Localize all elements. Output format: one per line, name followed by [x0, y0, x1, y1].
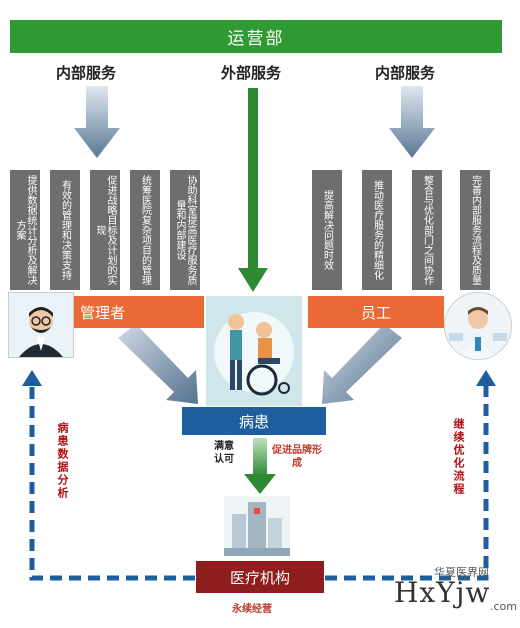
- manager-label: 管理者: [80, 303, 126, 322]
- manager-to-patient-arrow: [118, 324, 198, 404]
- right-loop-label: 继续优化流程: [452, 418, 465, 496]
- right-loop-arrowhead: [476, 370, 496, 386]
- watermark-main: HxYjw: [394, 576, 491, 609]
- manager-avatar: [8, 292, 74, 358]
- external-arrow-head: [238, 268, 268, 292]
- left-column-5: 协助科室提高医疗服务质量和内部建设: [170, 170, 200, 290]
- left-column-4: 统筹医院复杂项目的管理: [130, 170, 160, 290]
- patient-to-institution-shaft: [253, 438, 267, 476]
- patient-image: [206, 296, 302, 406]
- patient-to-institution-head: [244, 474, 276, 494]
- wheelchair-icon: [206, 296, 302, 406]
- right-column-2: 推动医疗服务的精细化: [362, 170, 392, 290]
- staff-to-patient-arrow: [322, 324, 402, 404]
- right-column-4: 完善内部服务流程及质量: [460, 170, 490, 290]
- institution-label: 医疗机构: [229, 568, 290, 587]
- staff-bar: 员工: [308, 296, 444, 328]
- hospital-image: [224, 496, 290, 556]
- manager-icon: [9, 293, 73, 357]
- staff-label: 员工: [360, 303, 391, 322]
- left-loop-arrowhead: [22, 370, 42, 386]
- patient-bar: 病患: [182, 407, 326, 435]
- manager-bar: 管理者: [68, 296, 204, 328]
- left-column-3: 促进战略目标及计划的实现: [90, 170, 120, 290]
- watermark-logo: 华夏医界网 HxYjw .com: [394, 562, 517, 620]
- left-column-1: 提供数据统计分析及解决方案: [10, 170, 40, 290]
- institution-bar: 医疗机构: [196, 561, 324, 593]
- external-arrow-shaft: [248, 88, 258, 278]
- left-column-2: 有效的管理和决策支持: [50, 170, 80, 290]
- watermark-domain: .com: [490, 600, 517, 613]
- left-internal-arrow: [74, 86, 120, 158]
- right-internal-arrow: [389, 86, 435, 158]
- satisfaction-label: 满意认可: [214, 441, 234, 465]
- internal-service-left-label: 内部服务: [56, 64, 117, 82]
- left-feedback-loop: [29, 382, 195, 581]
- right-column-1: 提高解决问题时效: [312, 170, 342, 290]
- banner-operations-dept: 运营部: [10, 20, 502, 53]
- doctor-icon: [445, 293, 511, 359]
- left-loop-label: 病患数据分析: [56, 422, 69, 500]
- right-column-3: 整合与优化部门之间协作: [412, 170, 442, 290]
- sustain-label: 永续经营: [232, 604, 272, 615]
- watermark-sub: 华夏医界网: [434, 566, 489, 579]
- right-feedback-loop: [325, 382, 489, 581]
- patient-label: 病患: [238, 412, 269, 431]
- staff-avatar: [444, 292, 512, 360]
- internal-service-right-label: 内部服务: [375, 64, 436, 82]
- external-service-label: 外部服务: [221, 64, 282, 82]
- brand-label: 促进品牌形成: [272, 445, 322, 469]
- hospital-building-icon: [224, 496, 290, 556]
